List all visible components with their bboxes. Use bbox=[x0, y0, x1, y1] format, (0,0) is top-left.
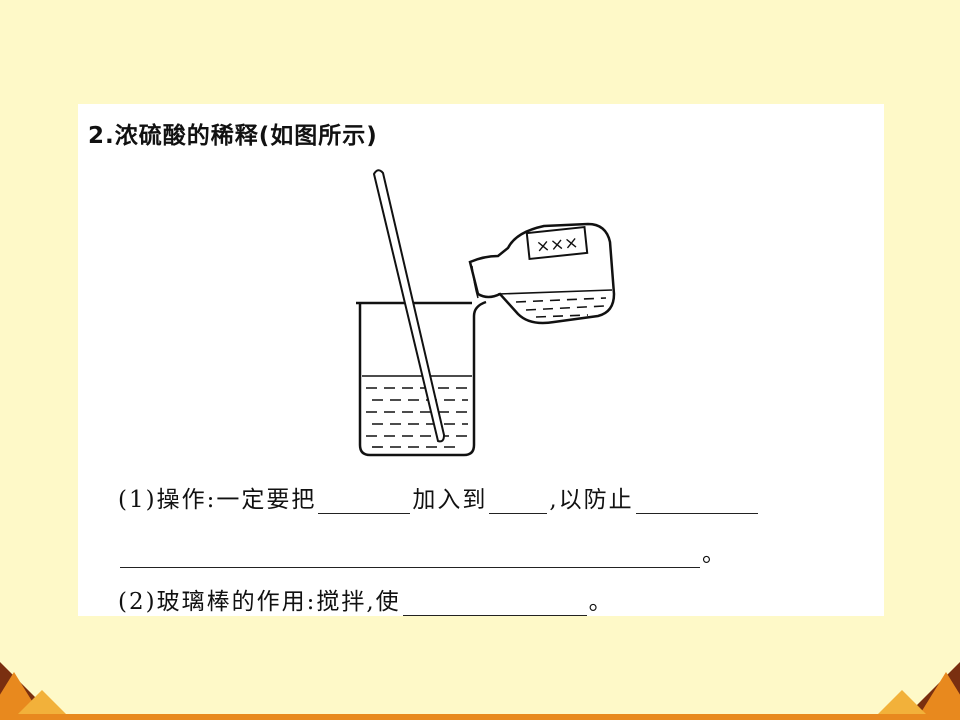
question-1-end: 。 bbox=[702, 541, 727, 567]
question-1-prefix: (1)操作:一定要把 bbox=[118, 487, 317, 513]
bottle-liquid bbox=[497, 289, 613, 318]
glass-rod bbox=[372, 169, 446, 443]
bottle-label-text: ××× bbox=[535, 233, 580, 257]
answer-blank-2[interactable] bbox=[489, 489, 548, 514]
question-2-line: (2)玻璃棒的作用:搅拌,使 。 bbox=[118, 582, 614, 616]
question-1-mid2: ,以防止 bbox=[549, 487, 634, 513]
question-2-prefix: (2)玻璃棒的作用:搅拌,使 bbox=[118, 589, 401, 615]
dilution-figure: ××× bbox=[356, 169, 616, 457]
beaker-liquid bbox=[362, 375, 472, 448]
beaker bbox=[356, 300, 487, 457]
corner-triangle-left-3 bbox=[18, 690, 66, 714]
problem-card: 2.浓硫酸的稀释(如图所示) bbox=[78, 104, 884, 616]
corner-triangle-right-2 bbox=[920, 672, 960, 714]
problem-title: 2.浓硫酸的稀释(如图所示) bbox=[88, 123, 378, 149]
pouring-stream bbox=[471, 265, 479, 299]
answer-blank-4[interactable] bbox=[120, 543, 700, 568]
bottom-stripe bbox=[0, 714, 960, 720]
bottle-label: ××× bbox=[525, 225, 589, 261]
question-1-line-2: 。 bbox=[118, 534, 727, 568]
answer-blank-1[interactable] bbox=[318, 489, 411, 514]
answer-blank-5[interactable] bbox=[402, 591, 587, 616]
corner-triangle-right-3 bbox=[878, 690, 926, 714]
question-1-mid1: 加入到 bbox=[412, 487, 488, 513]
answer-blank-3[interactable] bbox=[635, 489, 758, 514]
question-2-end: 。 bbox=[588, 589, 614, 615]
question-1-line-1: (1)操作:一定要把 加入到 ,以防止 bbox=[118, 480, 760, 514]
